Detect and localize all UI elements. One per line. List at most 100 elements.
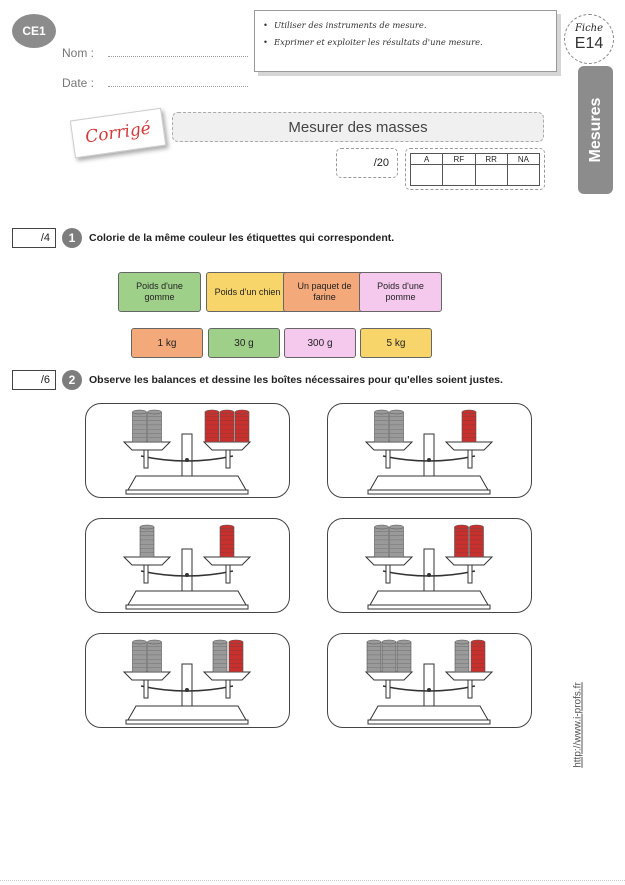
balance-foot: [367, 604, 491, 610]
objectives-box: Utiliser des instruments de mesure. Expr…: [254, 10, 557, 72]
red-weight-box: [461, 409, 477, 443]
page-bottom-rule: [0, 880, 625, 881]
balance-pivot: [185, 458, 189, 462]
balance-pan-right: [202, 556, 252, 566]
category-tab: Mesures: [578, 66, 613, 194]
red-weight-box: [228, 639, 244, 673]
balance-pivot: [185, 688, 189, 692]
site-url[interactable]: http://www.i-profs.fr: [572, 682, 584, 768]
balance-pivot: [427, 688, 431, 692]
exercise2-number: 2: [62, 370, 82, 390]
mass-label[interactable]: 300 g: [284, 328, 356, 358]
red-weight-box: [219, 524, 235, 558]
balance-drawing: [122, 639, 252, 725]
balance-pan-right: [444, 556, 494, 566]
balance-pan-left: [122, 556, 172, 566]
balance-foot: [125, 489, 249, 495]
balance-post: [143, 677, 149, 699]
fiche-badge: Fiche E14: [564, 14, 614, 64]
balance-card[interactable]: [327, 518, 532, 613]
eval-header: RF: [442, 153, 476, 165]
balance-pivot: [185, 573, 189, 577]
date-field[interactable]: [108, 86, 248, 87]
balance-drawing: [122, 409, 252, 495]
balance-card[interactable]: [327, 633, 532, 728]
balance-pan-left: [364, 556, 414, 566]
mass-label[interactable]: 1 kg: [131, 328, 203, 358]
balance-pan-right: [444, 671, 494, 681]
eval-header: RR: [474, 153, 508, 165]
grey-weight-box: [381, 639, 397, 673]
eval-cell[interactable]: [409, 164, 444, 186]
evaluation-grid: A RF RR NA: [405, 148, 545, 190]
exercise1-instruction: Colorie de la même couleur les étiquette…: [89, 232, 395, 244]
object-label[interactable]: Poids d'une gomme: [118, 272, 201, 312]
eval-cell[interactable]: [474, 164, 508, 186]
site-url-link[interactable]: http://www.i-profs.fr: [568, 670, 588, 780]
objective-item: Utiliser des instruments de mesure.: [263, 17, 548, 34]
balance-pan-left: [122, 671, 172, 681]
balance-pan-left: [364, 441, 414, 451]
balance-card[interactable]: [85, 633, 290, 728]
exercise2-score: /6: [12, 370, 56, 390]
balance-post: [467, 562, 473, 584]
balance-foot: [125, 604, 249, 610]
object-label[interactable]: Poids d'un chien: [206, 272, 289, 312]
balance-base: [127, 705, 247, 721]
grey-weight-box: [389, 409, 404, 443]
balance-foot: [125, 719, 249, 725]
total-score: /20: [336, 148, 398, 178]
balance-card[interactable]: [85, 403, 290, 498]
category-label: Mesures: [586, 97, 604, 163]
stamp-text: Corrigé: [83, 118, 153, 148]
balance-post: [225, 677, 231, 699]
grey-weight-box: [139, 524, 155, 558]
balance-drawing: [122, 524, 252, 610]
object-label[interactable]: Un paquet de farine: [283, 272, 366, 312]
balance-post: [467, 447, 473, 469]
balance-column: [181, 548, 193, 592]
corrige-stamp: Corrigé: [69, 107, 167, 159]
object-label[interactable]: Poids d'une pomme: [359, 272, 442, 312]
balance-column: [423, 548, 435, 592]
balance-card[interactable]: [85, 518, 290, 613]
balance-base: [127, 590, 247, 606]
objective-item: Exprimer et exploiter les résultats d'un…: [263, 34, 548, 51]
balance-drawing: [364, 409, 494, 495]
exercise2-instruction: Observe les balances et dessine les boît…: [89, 374, 503, 386]
balance-post: [225, 447, 231, 469]
mass-label[interactable]: 30 g: [208, 328, 280, 358]
red-weight-box: [469, 524, 484, 558]
grey-weight-box: [374, 524, 389, 558]
balance-post: [143, 447, 149, 469]
balance-base: [369, 590, 489, 606]
red-weight-box: [454, 524, 469, 558]
balance-pan-right: [202, 671, 252, 681]
grey-weight-box: [366, 639, 382, 673]
red-weight-box: [204, 409, 220, 443]
red-weight-box: [219, 409, 235, 443]
balance-post: [225, 562, 231, 584]
exercise1-score: /4: [12, 228, 56, 248]
eval-cell[interactable]: [506, 164, 541, 186]
balance-pivot: [427, 458, 431, 462]
name-field[interactable]: [108, 56, 248, 57]
eval-cell[interactable]: [442, 164, 476, 186]
page-title: Mesurer des masses: [172, 112, 544, 142]
grey-weight-box: [454, 639, 470, 673]
balance-drawing: [364, 639, 494, 725]
balance-card[interactable]: [327, 403, 532, 498]
balance-pivot: [427, 573, 431, 577]
grey-weight-box: [147, 409, 162, 443]
balance-foot: [367, 719, 491, 725]
grey-weight-box: [396, 639, 412, 673]
level-badge: CE1: [12, 14, 56, 48]
balance-post: [143, 562, 149, 584]
balance-pan-right: [444, 441, 494, 451]
red-weight-box: [470, 639, 486, 673]
grey-weight-box: [389, 524, 404, 558]
balance-column: [423, 663, 435, 707]
date-label: Date :: [62, 76, 95, 90]
mass-label[interactable]: 5 kg: [360, 328, 432, 358]
exercise1-number: 1: [62, 228, 82, 248]
